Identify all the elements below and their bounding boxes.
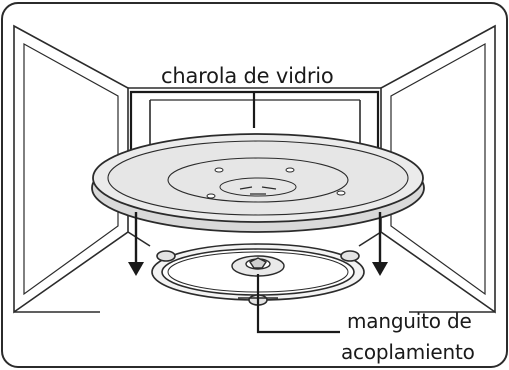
glass-tray [91, 133, 425, 233]
coupler-label-line-2: acoplamiento [341, 340, 475, 364]
coupler-shaft [231, 255, 285, 277]
glass-tray-bracket [129, 90, 380, 150]
coupler-label-line-1: manguito de [347, 309, 472, 333]
arrow-down-icon [128, 212, 144, 276]
arrow-down-icon [372, 212, 388, 276]
cavity-walls [13, 24, 496, 314]
coupler-leader-line [256, 274, 340, 334]
glass-tray-label: charola de vidrio [161, 64, 334, 88]
